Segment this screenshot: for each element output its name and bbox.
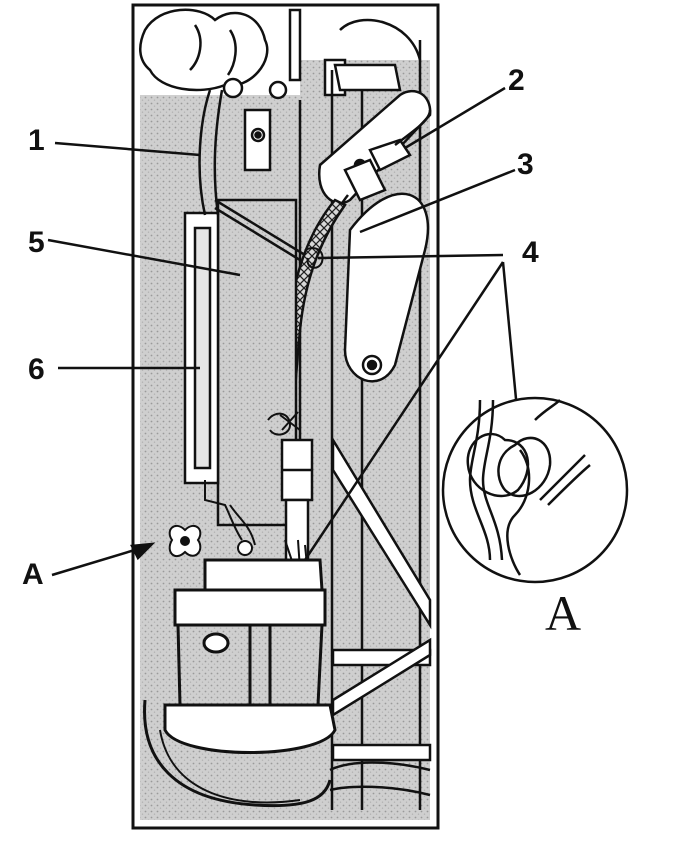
callout-6: 6 [28,353,45,386]
callout-A: A [22,558,44,591]
wing-nut [168,524,202,558]
bottom-housing [143,558,337,808]
upper-bracket [198,77,306,262]
bracing [331,435,432,762]
callout-5: 5 [28,226,45,259]
inset-label: A [545,585,582,641]
leader-5 [47,238,241,277]
cable-sleeve [280,438,314,562]
callout-3: 3 [517,148,534,181]
bottom-floor [329,761,431,797]
leader-3 [359,168,516,234]
arrowhead-A [130,542,156,561]
leader-lines [47,86,520,577]
leader-1 [54,141,201,157]
leader-2 [404,86,506,150]
leader-4a [317,253,504,260]
top-machinery [139,8,422,97]
callout-4: 4 [522,236,539,269]
reflector-plate [183,211,220,485]
inset-detail [441,396,629,584]
knots [267,247,324,436]
cable-plug [328,109,432,226]
knot-detail [466,399,591,576]
callout-2: 2 [508,64,525,97]
callout-1: 1 [28,124,45,157]
leader-4b [303,261,505,561]
leader-4c [501,261,520,421]
leader-A [51,544,149,577]
